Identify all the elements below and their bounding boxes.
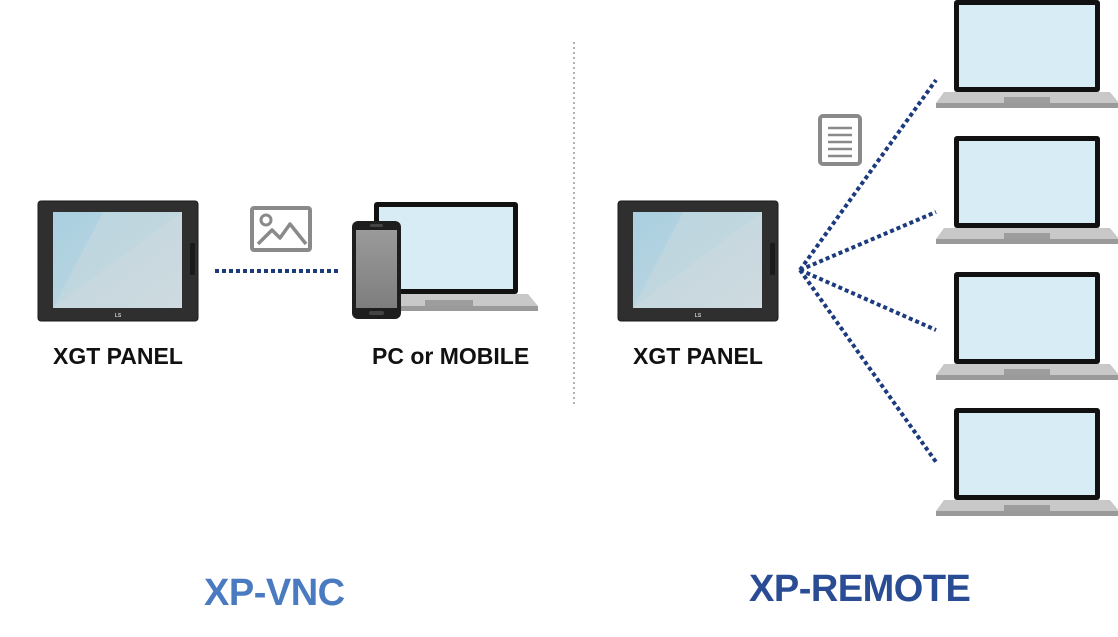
vnc-title: XP-VNC: [204, 572, 345, 614]
remote-connection-line: [799, 268, 937, 332]
remote-client-laptops: [936, 0, 1118, 516]
remote-client-laptop: [936, 136, 1118, 244]
image-icon: [250, 206, 312, 252]
vnc-xgt-panel: [37, 200, 199, 322]
remote-xgt-panel: [617, 200, 779, 322]
remote-client-laptop: [936, 408, 1118, 516]
vnc-panel-label: XGT PANEL: [53, 343, 183, 369]
remote-client-laptop: [936, 272, 1118, 380]
remote-connection-line: [798, 78, 938, 272]
remote-connection-line: [798, 268, 938, 464]
document-icon: [818, 114, 862, 166]
remote-title: XP-REMOTE: [749, 568, 971, 610]
vnc-client-label: PC or MOBILE: [372, 343, 530, 369]
vnc-pc-laptop: [360, 202, 538, 311]
remote-connection-fan: [798, 78, 938, 464]
remote-client-laptop: [936, 0, 1118, 108]
remote-connection-line: [799, 210, 937, 272]
vnc-mobile-phone: [352, 221, 401, 319]
remote-panel-label: XGT PANEL: [633, 343, 763, 369]
